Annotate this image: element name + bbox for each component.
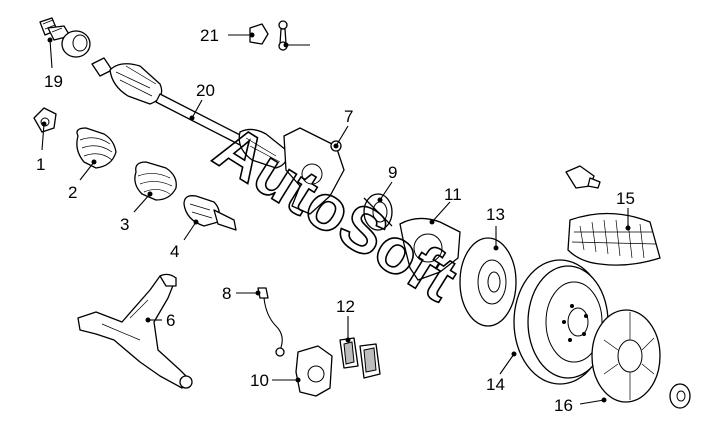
callout-19: 20: [196, 81, 215, 100]
callout-7: 7: [344, 107, 353, 126]
callout-3: 3: [120, 215, 129, 234]
part-1-bushing: [33, 107, 57, 133]
part-12-brake-pads: [339, 337, 381, 379]
callout-10: 10: [250, 371, 269, 390]
part-knuckle: [283, 127, 345, 215]
callout-14: 14: [486, 375, 505, 394]
callout-1: 1: [36, 155, 45, 174]
part-19-drive-shaft: [91, 57, 288, 169]
part-11-shield: [399, 217, 461, 281]
callout-17: 19: [44, 72, 63, 91]
part-16-hub-cap: [591, 309, 691, 409]
callout-11: 11: [444, 185, 462, 204]
part-10-caliper: [295, 345, 333, 397]
callout-12: 12: [336, 297, 355, 316]
callout-2: 2: [68, 183, 77, 202]
part-15-tire-tread: [567, 212, 661, 266]
callout-8: 8: [222, 284, 231, 303]
part-2-boot: [76, 127, 117, 169]
part-13-brake-disc: [459, 237, 517, 327]
callout-9: 9: [388, 163, 397, 182]
callout-15: 15: [616, 189, 635, 208]
callout-20: 21: [200, 26, 219, 45]
callout-4: 4: [170, 242, 179, 261]
part-8-sensor-cable: [257, 287, 285, 357]
part-20-clip: [249, 23, 269, 45]
callouts: 19 1 2 3 4 20 21 7 9 11 13 15: [36, 26, 635, 415]
part-6-control-arm: [77, 273, 193, 389]
callout-13: 13: [486, 205, 505, 224]
part-9-bearing: [363, 193, 393, 231]
callout-6: 6: [166, 311, 175, 330]
part-4-inner-joint: [183, 195, 237, 231]
part-3-boot: [134, 161, 177, 201]
part-sensor-plug: [565, 165, 601, 189]
callout-16: 16: [554, 396, 573, 415]
part-17-outer-cv-joint: [39, 17, 91, 58]
part-14-wheel: [513, 259, 609, 385]
